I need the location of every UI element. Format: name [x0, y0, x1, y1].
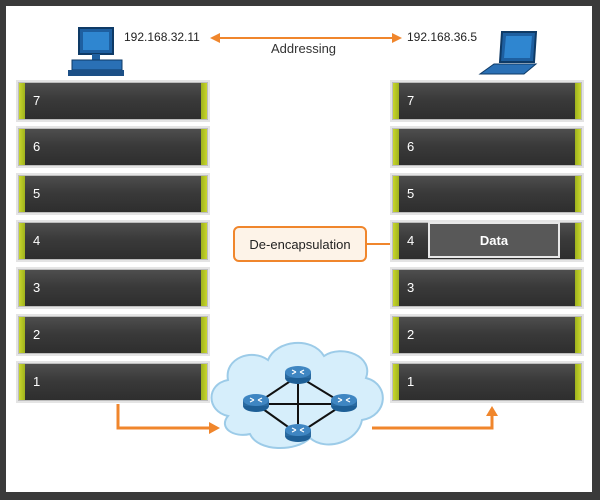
transmission-path	[116, 404, 498, 434]
diagram-canvas: 192.168.32.11 192.168.36.5 Addressing 7 …	[6, 6, 592, 492]
router-icon	[331, 394, 357, 412]
layer-number: 4	[33, 233, 41, 248]
router-icon	[243, 394, 269, 412]
layer-number: 7	[33, 93, 41, 108]
layer-number: 3	[33, 280, 41, 295]
network-cloud-icon	[210, 342, 384, 450]
layer-number: 1	[33, 374, 41, 389]
layer-number: 6	[407, 139, 415, 154]
left-host-ip: 192.168.32.11	[124, 30, 200, 44]
layer-number: 2	[407, 327, 415, 342]
data-block: Data	[428, 222, 560, 258]
addressing-label: Addressing	[271, 41, 337, 56]
router-icon	[285, 424, 311, 442]
left-layer-7: 7	[18, 82, 208, 120]
desktop-computer-icon	[68, 27, 124, 76]
layer-number: 4	[407, 233, 415, 248]
layer-number: 7	[407, 93, 415, 108]
layer-number: 5	[33, 186, 41, 201]
left-layer-5: 5	[18, 175, 208, 213]
left-layer-6: 6	[18, 128, 208, 166]
left-layer-1: 1	[18, 363, 208, 401]
right-layer-6: 6	[392, 128, 582, 166]
laptop-computer-icon	[478, 31, 538, 75]
right-layer-5: 5	[392, 175, 582, 213]
diagram-graphics	[68, 27, 538, 450]
layer-number: 2	[33, 327, 41, 342]
layer-number: 6	[33, 139, 41, 154]
right-host-ip: 192.168.36.5	[407, 30, 478, 44]
de-encapsulation-callout: De-encapsulation	[233, 226, 367, 262]
right-layer-2: 2	[392, 316, 582, 354]
right-layer-1: 1	[392, 363, 582, 401]
layer-number: 1	[407, 374, 415, 389]
layer-number: 3	[407, 280, 415, 295]
left-layer-3: 3	[18, 269, 208, 307]
router-icon	[285, 366, 311, 384]
addressing-arrow	[210, 33, 402, 43]
right-layer-7: 7	[392, 82, 582, 120]
left-layer-2: 2	[18, 316, 208, 354]
right-layer-3: 3	[392, 269, 582, 307]
layer-number: 5	[407, 186, 415, 201]
left-layer-4: 4	[18, 222, 208, 260]
